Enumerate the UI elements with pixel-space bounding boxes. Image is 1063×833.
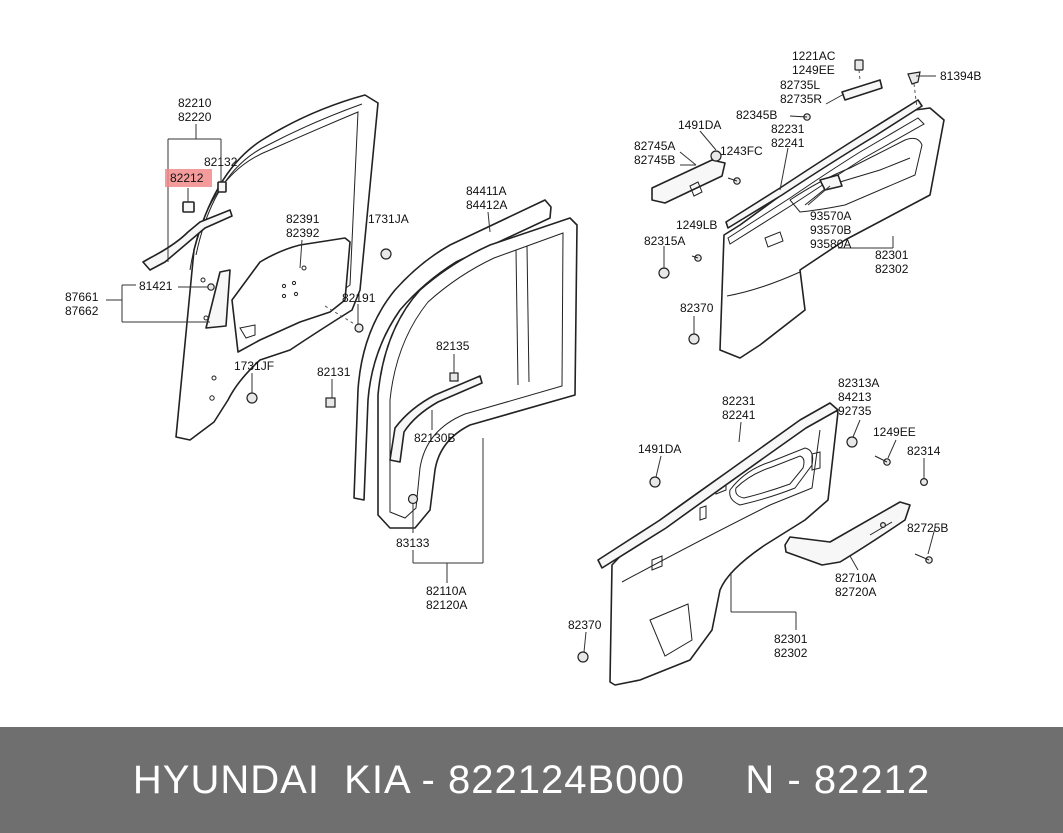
label-82135: 82135 [436,339,470,353]
label-1731JA: 1731JA [368,212,409,226]
label-82370-top: 82370 [680,301,714,315]
strip-82130B [389,372,483,505]
label-82191: 82191 [342,291,376,305]
label-82231-bottom: 82231 [722,394,756,408]
label-82710A: 82710A [835,571,876,585]
label-1491DA-top: 1491DA [678,118,721,132]
rail-82231-top [725,99,923,229]
part-number-footer: HYUNDAI KIA - 822124B000 N - 82212 [0,727,1063,833]
label-82302-top: 82302 [875,262,909,276]
weatherstrip-84411 [353,199,552,501]
label-82720A: 82720A [835,585,876,599]
label-82241-top: 82241 [771,136,805,150]
label-82301-top: 82301 [875,248,909,262]
label-93570B: 93570B [810,223,851,237]
label-82315A: 82315A [644,234,685,248]
sash-87661 [205,269,231,329]
label-82735R: 82735R [780,92,822,106]
label-82110A: 82110A [426,584,466,598]
label-82210: 82210 [178,96,212,110]
label-1243FC: 1243FC [720,144,763,158]
highlight-box [165,169,212,187]
window-channel-82210 [142,209,233,271]
label-84213: 84213 [838,390,872,404]
label-82220: 82220 [178,110,212,124]
label-82725B: 82725B [907,521,948,535]
label-82241-bottom: 82241 [722,408,756,422]
label-82391: 82391 [286,212,320,226]
label-1249EE-top: 1249EE [792,63,835,77]
label-1249LB: 1249LB [676,218,717,232]
leader-lines [106,75,936,653]
label-82231-top: 82231 [771,122,805,136]
armrest-82710 [577,436,933,663]
label-1491DA-bottom: 1491DA [638,442,681,456]
parts-diagram: 82210 82220 82132 82212 87661 87662 8142… [65,49,981,686]
label-81394B: 81394B [940,69,981,83]
label-82132: 82132 [204,155,238,169]
label-81421: 81421 [139,279,173,293]
label-82301-bottom: 82301 [774,632,808,646]
label-84412A: 84412A [466,198,507,212]
label-82313A: 82313A [838,376,879,390]
label-82392: 82392 [286,226,320,240]
label-92735: 92735 [838,404,872,418]
label-87662: 87662 [65,304,99,318]
label-82130B: 82130B [414,431,455,445]
label-82745A: 82745A [634,139,675,153]
inner-panel-82391 [231,237,351,353]
label-82314: 82314 [907,444,941,458]
label-82120A: 82120A [426,598,467,612]
label-93580A: 93580A [810,237,851,251]
label-82370-bottom: 82370 [568,618,602,632]
label-1731JF: 1731JF [234,359,274,373]
label-84411A: 84411A [466,184,506,198]
label-93570A: 93570A [810,209,851,223]
label-82745B: 82745B [634,153,675,167]
label-82212-highlighted: 82212 [170,171,204,185]
part-number-text: HYUNDAI KIA - 822124B000 N - 82212 [132,757,931,802]
label-82345B: 82345B [736,108,777,122]
part-labels: 82210 82220 82132 82212 87661 87662 8142… [65,49,981,660]
label-83133: 83133 [396,536,430,550]
label-82302-bottom: 82302 [774,646,808,660]
label-82735L: 82735L [780,78,820,92]
label-87661: 87661 [65,290,99,304]
label-82131: 82131 [317,365,351,379]
label-1221AC: 1221AC [792,49,836,63]
rail-82231-bottom [597,402,839,569]
door-seal-82110 [377,217,578,529]
label-1249EE-bottom: 1249EE [873,425,916,439]
fasteners-left [246,248,392,408]
handle-82735 [841,59,921,109]
